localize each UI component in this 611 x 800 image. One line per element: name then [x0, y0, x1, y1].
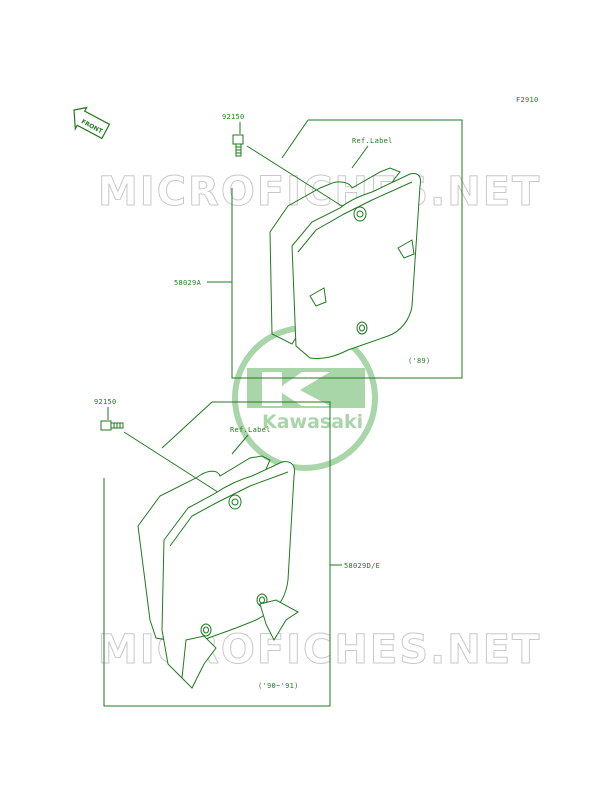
- logo-text: Kawasaki: [262, 411, 363, 433]
- figure-code: F2910: [516, 96, 539, 104]
- upper-year-note: ('89): [408, 357, 431, 365]
- upper-ref-label: Ref.Label: [352, 137, 393, 145]
- lower-bolt-part-number: 92150: [94, 398, 117, 406]
- front-arrow-icon: FRONT: [73, 106, 111, 140]
- lower-cover-part-number: 58029D/E: [344, 562, 380, 570]
- upper-cover-front: [291, 173, 421, 359]
- lower-year-note: ('90~'91): [258, 682, 299, 690]
- lower-ref-label: Ref.Label: [230, 426, 271, 434]
- kawasaki-logo: Kawasaki: [232, 325, 378, 471]
- upper-bolt-part-number: 92150: [222, 113, 245, 121]
- watermark-top: MICROFICHES.NET: [98, 169, 541, 215]
- upper-assembly: 92150 Ref.Label 58029A ('89): [174, 113, 463, 379]
- upper-cover-part-number: 58029A: [174, 279, 202, 287]
- upper-cover-back: [269, 167, 401, 345]
- lower-assembly: 92150 Ref.Label 58029D/E ('90: [94, 398, 380, 707]
- lower-bolt-icon: [100, 420, 124, 431]
- upper-bolt-icon: [232, 134, 244, 157]
